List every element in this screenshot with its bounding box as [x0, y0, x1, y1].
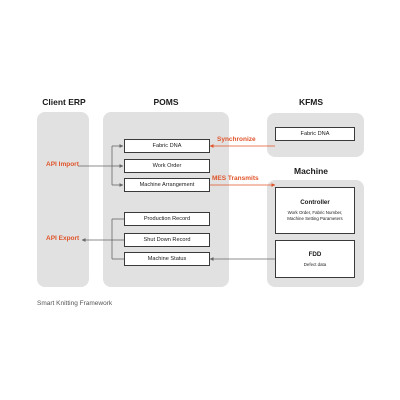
poms-shut-down-record-box: Shut Down Record [124, 233, 210, 247]
controller-desc: Work Order, Fabric Number, Machine Setti… [287, 210, 342, 222]
controller-desc-line-2: Machine Setting Parameters [287, 216, 343, 221]
machine-title: Machine [293, 166, 328, 176]
synchronize-label: Synchronize [217, 136, 256, 143]
poms-machine-status-box: Machine Status [124, 252, 210, 266]
poms-machine-arrangement-box: Machine Arrangement [124, 178, 210, 192]
poms-title: POMS [153, 97, 179, 107]
fdd-desc: Defect data [303, 261, 327, 267]
figure-caption: Smart Knitting Framework [37, 300, 113, 307]
poms-production-record-box: Production Record [124, 212, 210, 226]
client-erp-panel [37, 112, 89, 287]
controller-title: Controller [300, 199, 330, 207]
poms-work-order-box: Work Order [124, 159, 210, 173]
fdd-box: FDD Defect data [275, 240, 355, 278]
fdd-title: FDD [308, 250, 322, 258]
api-import-label: API Import [46, 161, 79, 168]
client-erp-title: Client ERP [42, 97, 86, 107]
poms-fabric-dna-box: Fabric DNA [124, 139, 210, 153]
mes-transmits-label: MES Transmits [212, 175, 259, 182]
kfms-fabric-dna-box: Fabric DNA [275, 127, 355, 141]
kfms-title: KFMS [298, 97, 324, 107]
api-export-label: API Export [46, 235, 80, 242]
controller-box: Controller Work Order, Fabric Number, Ma… [275, 187, 355, 234]
controller-desc-line-1: Work Order, Fabric Number, [287, 210, 343, 216]
